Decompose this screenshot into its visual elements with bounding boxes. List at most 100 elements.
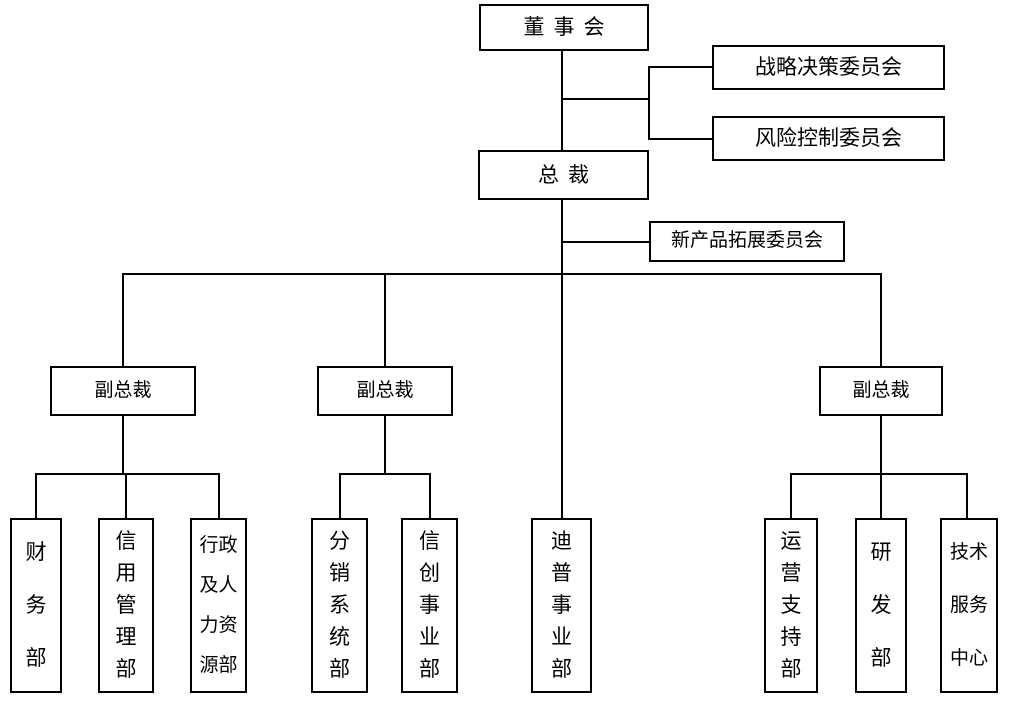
connector-bracket-to-strategy-committee — [648, 66, 714, 68]
label-char: 务 — [969, 595, 989, 616]
label-char-row: 务 — [26, 579, 47, 632]
label-char-row: 管 — [116, 590, 137, 622]
node-rnd[interactable]: 研发部 — [855, 518, 907, 693]
label-char-row: 服务 — [950, 579, 988, 632]
node-vp1-label: 副总裁 — [94, 379, 152, 401]
connector-vp2-stem — [384, 415, 386, 474]
node-xinchuang-division-label: 信创事业部 — [403, 520, 456, 691]
label-char: 财 — [25, 540, 47, 564]
node-vp3[interactable]: 副总裁 — [819, 366, 943, 416]
label-char-row: 统 — [329, 621, 350, 653]
node-new-product-committee[interactable]: 新产品拓展委员会 — [649, 221, 845, 262]
label-char: 业 — [419, 624, 440, 649]
label-char: 部 — [218, 654, 238, 676]
connector-board-to-committee-bracket — [561, 98, 650, 100]
label-char-row: 持 — [781, 621, 802, 653]
node-dptech-division[interactable]: 迪普事业部 — [531, 518, 592, 693]
node-distribution-system[interactable]: 分销系统部 — [311, 518, 368, 693]
label-char: 管 — [115, 592, 137, 617]
node-operations-support[interactable]: 运营支持部 — [764, 518, 818, 693]
label-char: 技 — [949, 542, 969, 563]
label-char-row: 部 — [781, 653, 802, 685]
label-char: 分 — [329, 529, 350, 554]
node-strategy-committee[interactable]: 战略决策委员会 — [712, 45, 945, 90]
node-credit-management[interactable]: 信用管理部 — [98, 518, 154, 693]
label-char-row: 部 — [551, 653, 572, 685]
label-char: 力 — [199, 614, 219, 636]
label-char-row: 系 — [329, 590, 350, 622]
label-char: 源 — [199, 654, 219, 676]
label-char: 信 — [115, 529, 137, 554]
node-vp3-label: 副总裁 — [852, 379, 910, 401]
label-char-row: 运 — [781, 526, 802, 558]
connector-vp2-bus — [339, 473, 431, 475]
node-vp2-label: 副总裁 — [356, 379, 414, 401]
label-char-row: 营 — [781, 558, 802, 590]
connector-vp1-to-credit-management — [125, 473, 127, 518]
connector-vp3-bus — [790, 473, 968, 475]
label-char: 支 — [780, 592, 802, 617]
label-char-row: 技术 — [950, 526, 988, 579]
label-char: 理 — [115, 624, 137, 649]
node-tech-service-center[interactable]: 技术服务中心 — [940, 518, 998, 693]
label-char-row: 及人 — [199, 566, 237, 606]
node-risk-committee-label: 风险控制委员会 — [755, 126, 902, 151]
label-char-row: 发 — [871, 579, 892, 632]
connector-committee-bracket — [648, 66, 650, 140]
label-char-row: 理 — [116, 621, 137, 653]
node-rnd-label: 研发部 — [857, 520, 905, 691]
label-char-row: 业 — [419, 621, 440, 653]
connector-vp3-to-tech-service-center — [966, 473, 968, 518]
label-char: 创 — [419, 561, 440, 586]
label-char-row: 部 — [26, 632, 47, 685]
label-char: 部 — [419, 656, 440, 681]
label-char: 术 — [969, 542, 989, 563]
node-credit-management-label: 信用管理部 — [100, 520, 152, 691]
label-char-row: 源部 — [199, 645, 237, 685]
node-new-product-committee-label: 新产品拓展委员会 — [670, 230, 823, 252]
node-tech-service-center-label: 技术服务中心 — [942, 520, 996, 691]
node-xinchuang-division[interactable]: 信创事业部 — [401, 518, 458, 693]
label-char: 心 — [969, 648, 989, 669]
node-vp1[interactable]: 副总裁 — [50, 366, 196, 416]
label-char: 政 — [218, 535, 238, 557]
node-strategy-committee-label: 战略决策委员会 — [755, 55, 902, 80]
label-char-row: 财 — [26, 526, 47, 579]
label-char: 人 — [218, 575, 238, 597]
label-char: 研 — [870, 540, 892, 564]
label-char: 部 — [329, 656, 350, 681]
label-char-row: 行政 — [199, 526, 237, 566]
node-admin-hr[interactable]: 行政及人力资源部 — [190, 518, 247, 693]
node-vp2[interactable]: 副总裁 — [317, 366, 453, 416]
node-dptech-division-label: 迪普事业部 — [533, 520, 590, 691]
node-president[interactable]: 总裁 — [478, 150, 649, 200]
label-char: 发 — [870, 593, 892, 617]
node-finance[interactable]: 财务部 — [10, 518, 62, 693]
connector-vp1-bus — [35, 473, 220, 475]
label-char: 事 — [419, 592, 440, 617]
label-char-row: 用 — [116, 558, 137, 590]
label-char-row: 创 — [419, 558, 440, 590]
connector-bracket-to-risk-committee — [648, 138, 714, 140]
label-char: 统 — [329, 624, 350, 649]
label-char: 部 — [25, 646, 47, 670]
connector-vp1-to-finance — [35, 473, 37, 518]
label-char: 部 — [780, 656, 802, 681]
label-char: 务 — [25, 593, 47, 617]
label-char-row: 普 — [551, 558, 572, 590]
label-char: 事 — [551, 592, 572, 617]
connector-bus-to-vp2 — [384, 273, 386, 366]
label-char: 销 — [329, 561, 350, 586]
node-operations-support-label: 运营支持部 — [766, 520, 816, 691]
connector-vp1-to-admin-hr — [218, 473, 220, 518]
label-char-row: 中心 — [950, 632, 988, 685]
label-char: 部 — [551, 656, 572, 681]
label-char: 用 — [115, 561, 137, 586]
label-char-row: 业 — [551, 621, 572, 653]
label-char-row: 事 — [419, 590, 440, 622]
node-board[interactable]: 董事会 — [479, 4, 649, 51]
connector-bus-to-vp3 — [880, 273, 882, 366]
node-risk-committee[interactable]: 风险控制委员会 — [712, 116, 945, 161]
label-char-row: 力资 — [199, 606, 237, 646]
